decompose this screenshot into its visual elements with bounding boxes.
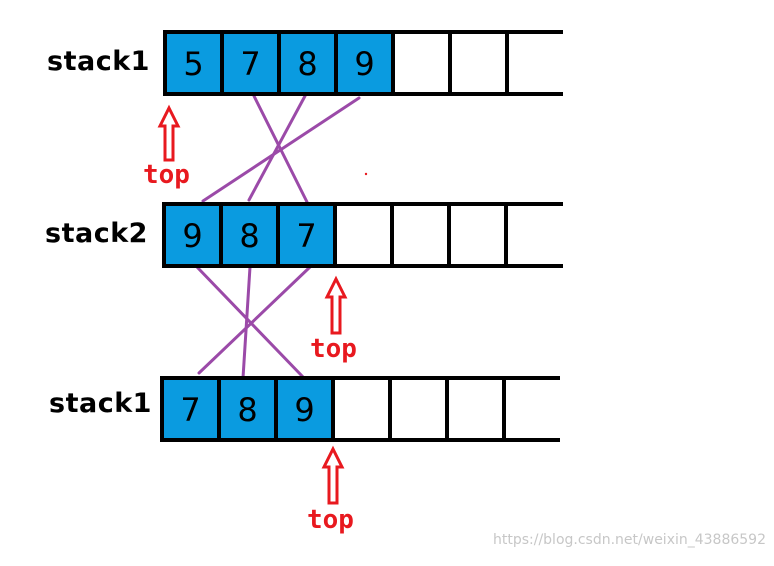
top-arrow-3-icon	[321, 445, 345, 505]
row-2-cell-3-value: 7	[296, 217, 316, 255]
row-1-cell-1-fill	[165, 32, 222, 94]
row-3-cell-1-value: 7	[180, 391, 200, 429]
transfer-line-4	[195, 265, 305, 379]
row-2-cell-2-value: 8	[239, 217, 259, 255]
transfer-line-2	[201, 96, 361, 203]
row-1-cell-2-value: 7	[240, 45, 260, 83]
row-3-cell-1-fill	[162, 378, 219, 440]
row-2-label: stack2	[45, 218, 148, 249]
row-3-cell-3-fill	[276, 378, 333, 440]
row-2-cell-1-value: 9	[182, 217, 202, 255]
row-3-cell-2-value: 8	[237, 391, 257, 429]
row-1-cell-4-fill	[336, 32, 393, 94]
transfer-line-6	[241, 265, 252, 380]
row-3-label: stack1	[49, 388, 152, 419]
row-1-cell-1-value: 5	[183, 45, 203, 83]
stray-dot	[364, 172, 368, 176]
row-2-cell-2-fill	[221, 204, 278, 266]
row-1-cell-3-value: 8	[297, 45, 317, 83]
top-arrow-1-icon	[157, 104, 181, 162]
top-marker-2-label: top	[310, 334, 357, 364]
row-1-cell-2-fill	[222, 32, 279, 94]
top-arrow-2-icon	[324, 275, 348, 335]
top-marker-3-label: top	[307, 505, 354, 535]
transfer-line-5	[197, 265, 312, 375]
row-2-cell-1-fill	[164, 204, 221, 266]
top-marker-1-label: top	[143, 160, 190, 190]
row-3-cell-3-value: 9	[294, 391, 314, 429]
transfer-line-3	[247, 94, 307, 202]
watermark: https://blog.csdn.net/weixin_43886592	[492, 532, 766, 548]
row-1-label: stack1	[47, 46, 150, 77]
row-3-cell-2-fill	[219, 378, 276, 440]
row-1-cell-4-value: 9	[354, 45, 374, 83]
row-2-cell-3-fill	[278, 204, 335, 266]
row-1-cell-3-fill	[279, 32, 336, 94]
